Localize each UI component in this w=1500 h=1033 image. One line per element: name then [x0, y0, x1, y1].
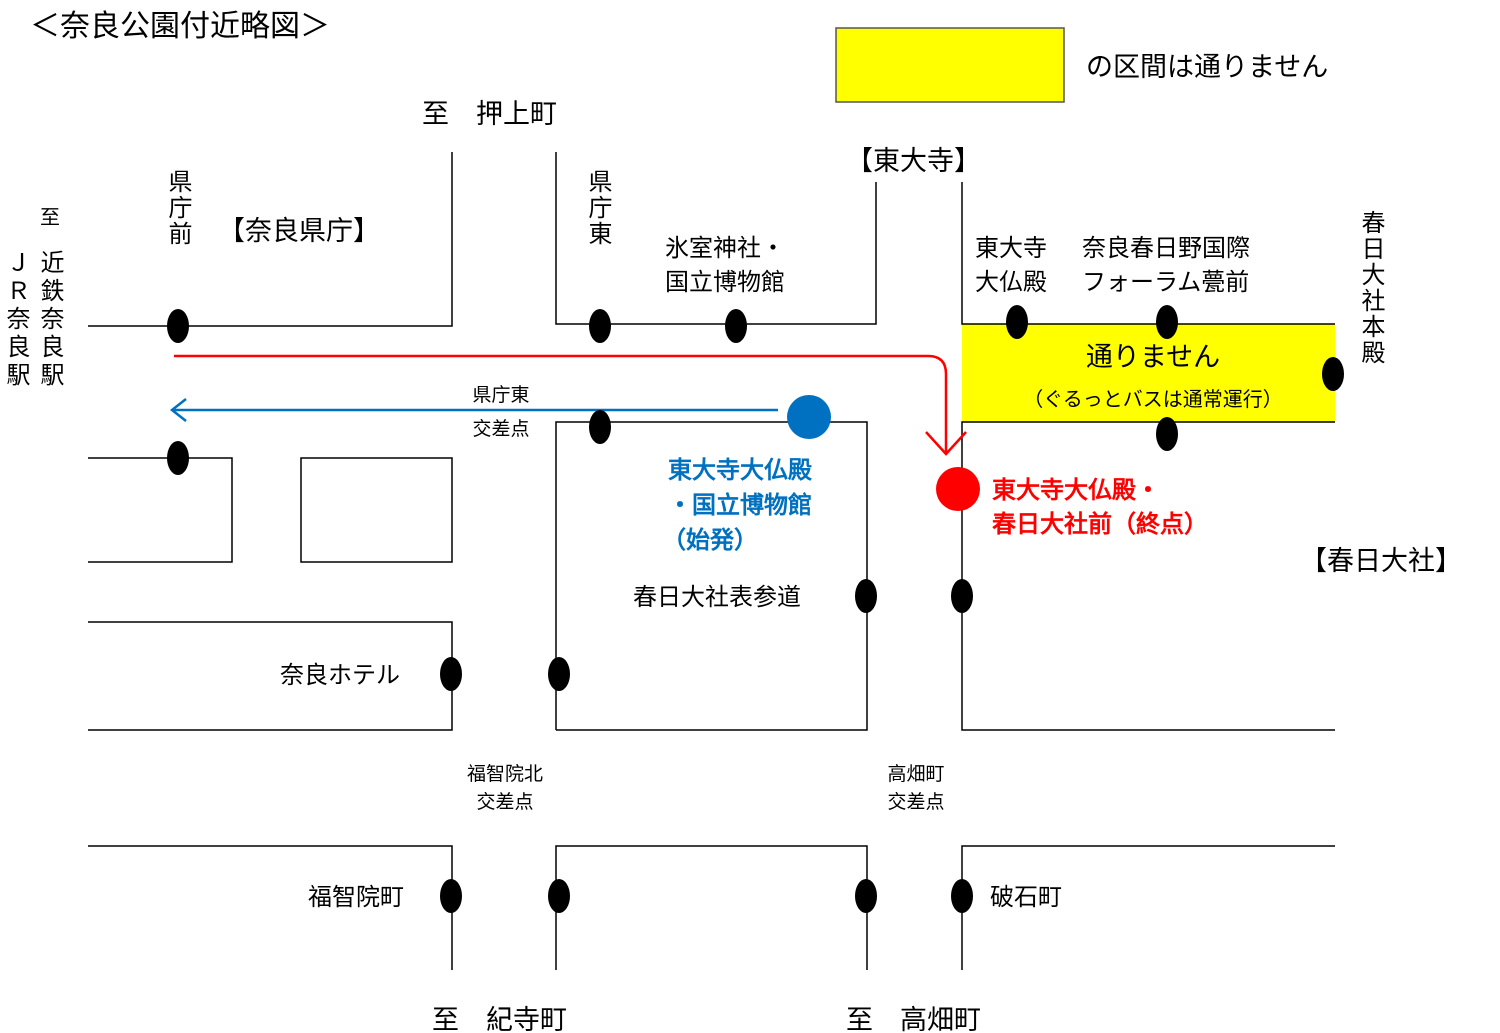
stop-label-forum-2: フォーラム甍前 — [1082, 268, 1249, 296]
stop-marker — [440, 657, 462, 691]
stop-marker — [167, 441, 189, 475]
stop-label-kasuga-honden: 春日大社本殿 — [1357, 210, 1385, 366]
closed-section-area — [962, 324, 1335, 422]
stop-marker — [440, 879, 462, 913]
stop-label-haseki: 破石町 — [990, 883, 1062, 911]
stop-marker — [1156, 417, 1178, 451]
stop-marker — [548, 879, 570, 913]
map-title: ＜奈良公園付近略図＞ — [30, 9, 330, 44]
stop-marker — [725, 309, 747, 343]
stop-label-fukuchiin: 福智院町 — [308, 883, 404, 911]
legend-text: の区間は通りません — [1086, 52, 1328, 83]
stop-label-nara-hotel: 奈良ホテル — [280, 661, 400, 689]
direction-kintetsu-nara: 近鉄奈良駅 — [36, 250, 64, 390]
closed-section-label: 通りません — [1086, 342, 1220, 373]
intersection-fukuchiin-2: 交差点 — [476, 791, 533, 813]
closed-section-note: （ぐるっとバスは通常運行） — [1023, 387, 1283, 411]
stop-marker — [951, 579, 973, 613]
landmark-nara-prefecture: 【奈良県庁】 — [218, 216, 380, 247]
red-route-line — [174, 354, 948, 452]
intersection-kencho-higashi-2: 交差点 — [472, 418, 529, 440]
stop-marker — [589, 410, 611, 444]
blue-route-arrowhead — [169, 398, 187, 422]
start-stop-label-3: （始発） — [662, 526, 758, 554]
intersection-fukuchiin-1: 福智院北 — [467, 763, 543, 785]
landmark-kasuga-taisha: 【春日大社】 — [1300, 546, 1462, 577]
red-route-arrowhead — [925, 431, 967, 456]
stop-label-forum-1: 奈良春日野国際 — [1082, 234, 1250, 262]
stop-marker — [167, 309, 189, 343]
intersection-kencho-higashi-1: 県庁東 — [472, 384, 529, 406]
end-stop-label-2: 春日大社前（終点） — [992, 510, 1208, 538]
direction-kidera: 至 紀寺町 — [432, 1005, 567, 1033]
end-stop-label-1: 東大寺大仏殿・ — [992, 476, 1160, 504]
stop-label-kencho-mae: 県庁前 — [164, 169, 192, 247]
direction-oshiage: 至 押上町 — [422, 99, 557, 130]
stop-marker — [855, 579, 877, 613]
stop-marker — [855, 879, 877, 913]
intersection-takabatake-1: 高畑町 — [887, 763, 944, 785]
start-stop-label-1: 東大寺大仏殿 — [668, 456, 813, 484]
stop-label-himuro-2: 国立博物館 — [665, 268, 785, 296]
stop-label-kencho-higashi: 県庁東 — [584, 169, 612, 247]
bus-stop-markers — [167, 305, 1344, 913]
start-stop-label-2: ・国立博物館 — [668, 491, 812, 519]
stop-marker — [1156, 305, 1178, 339]
end-stop-marker — [936, 467, 980, 511]
stop-marker — [548, 657, 570, 691]
stop-label-himuro-1: 氷室神社・ — [665, 234, 785, 262]
direction-takabatake: 至 高畑町 — [846, 1005, 981, 1033]
intersection-takabatake-2: 交差点 — [887, 791, 944, 813]
legend-yellow-box — [835, 27, 1065, 103]
stop-marker — [951, 879, 973, 913]
direction-jr-nara: ＪＲ奈良駅 — [2, 250, 30, 390]
stop-label-daibutsuden-2: 大仏殿 — [975, 268, 1047, 296]
stop-label-daibutsuden-1: 東大寺 — [975, 234, 1047, 262]
stop-marker — [589, 309, 611, 343]
stop-marker — [1322, 357, 1344, 391]
direction-station-to: 至 — [40, 205, 60, 229]
stop-label-omotesando: 春日大社表参道 — [633, 583, 801, 611]
start-stop-marker — [787, 395, 831, 439]
stop-marker — [1006, 305, 1028, 339]
landmark-todaiji: 【東大寺】 — [846, 146, 981, 177]
